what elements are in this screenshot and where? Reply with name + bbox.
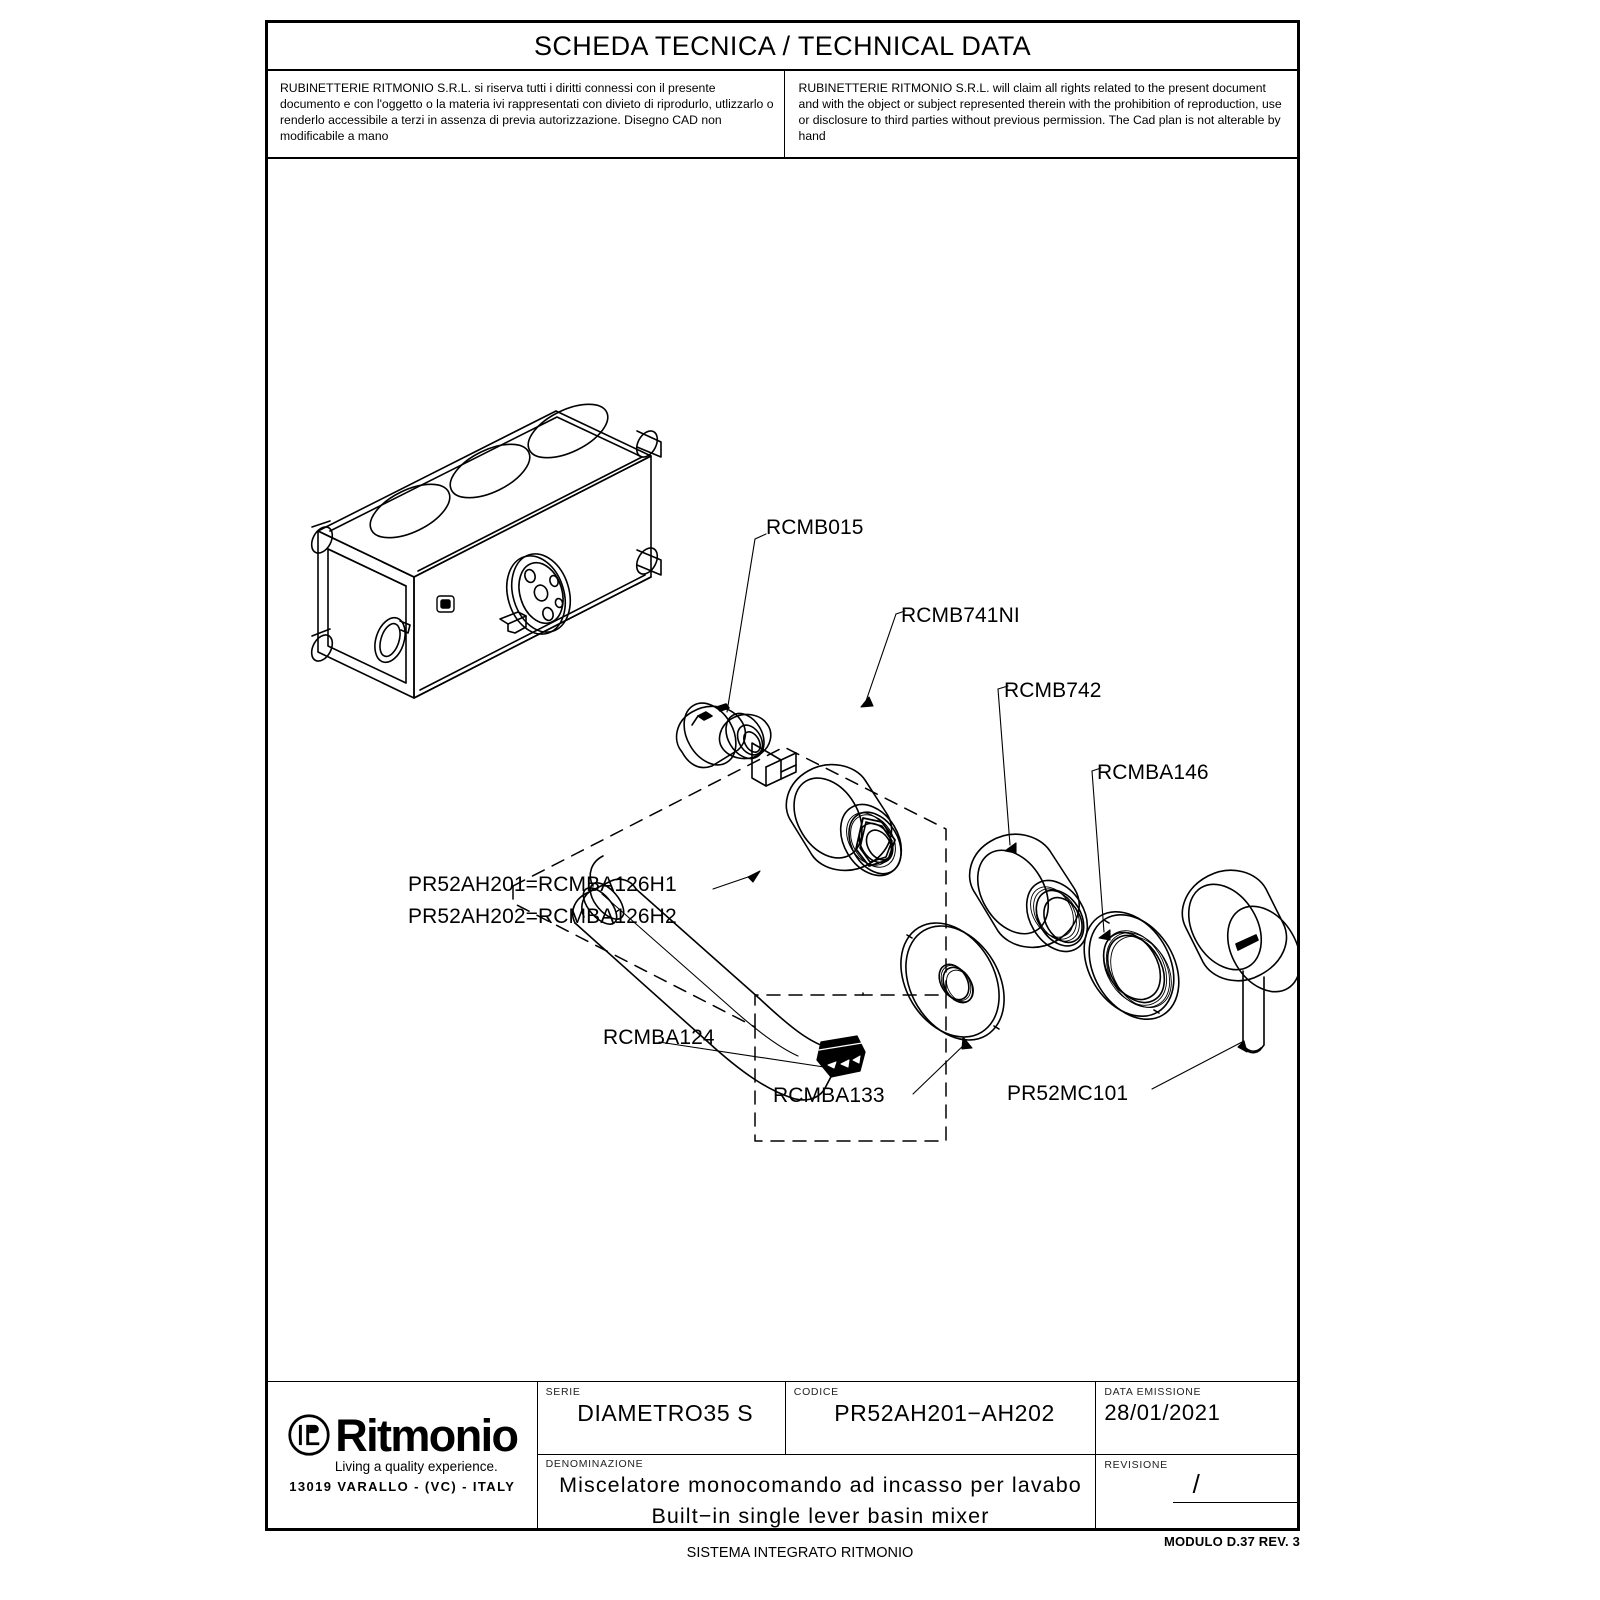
callout-rcmb742: RCMB742 bbox=[1004, 679, 1102, 702]
serie-value: DIAMETRO35 S bbox=[577, 1400, 754, 1426]
sleeve-nut-part bbox=[785, 763, 903, 877]
threaded-ring-part bbox=[1083, 910, 1180, 1021]
escutcheon-plate-part bbox=[900, 922, 1005, 1041]
serie-field: SERIE DIAMETRO35 S bbox=[538, 1382, 786, 1454]
logo-address: 13019 VARALLO - (VC) - ITALY bbox=[289, 1478, 516, 1494]
cartridge-part bbox=[675, 702, 797, 787]
callout-rcmba133: RCMBA133 bbox=[773, 1084, 885, 1107]
legal-notice-row: RUBINETTERIE RITMONIO S.R.L. si riserva … bbox=[268, 71, 1297, 159]
logo-tagline: Living a quality experience. bbox=[334, 1458, 498, 1474]
callout-rcmba124: RCMBA124 bbox=[603, 1026, 715, 1049]
spout-part bbox=[571, 855, 837, 1101]
legal-notice-italian: RUBINETTERIE RITMONIO S.R.L. si riserva … bbox=[268, 71, 785, 157]
legal-notice-english: RUBINETTERIE RITMONIO S.R.L. will claim … bbox=[785, 71, 1297, 157]
title-block-middle: SERIE DIAMETRO35 S CODICE PR52AH201−AH20… bbox=[537, 1382, 1096, 1528]
denominazione-english: Built−in single lever basin mixer bbox=[651, 1503, 990, 1528]
revisione-field: REVISIONE / bbox=[1096, 1455, 1297, 1528]
data-emissione-field: DATA EMISSIONE 28/01/2021 bbox=[1096, 1382, 1297, 1455]
wall-box-part bbox=[310, 403, 662, 699]
data-emissione-value: 28/01/2021 bbox=[1104, 1400, 1221, 1425]
footer-module-label: MODULO D.37 REV. 3 bbox=[1163, 1534, 1300, 1549]
revisione-label: REVISIONE bbox=[1104, 1459, 1168, 1471]
exploded-view-svg bbox=[310, 403, 1297, 1142]
logo-row: Ritmonio bbox=[287, 1409, 519, 1461]
callout-rcmb741ni: RCMB741NI bbox=[901, 604, 1020, 627]
codice-value: PR52AH201−AH202 bbox=[834, 1400, 1055, 1426]
denominazione-italian: Miscelatore monocomando ad incasso per l… bbox=[559, 1473, 1082, 1497]
leader-lines bbox=[658, 533, 1248, 1095]
wall-box-cartridge-seat bbox=[505, 553, 572, 635]
title-block: Ritmonio Living a quality experience. 13… bbox=[268, 1381, 1297, 1528]
company-logo-cell: Ritmonio Living a quality experience. 13… bbox=[268, 1382, 538, 1528]
codice-label: CODICE bbox=[793, 1386, 839, 1398]
ritmonio-logo-icon bbox=[288, 1414, 330, 1456]
denominazione-field: DENOMINAZIONE Miscelatore monocomando ad… bbox=[538, 1455, 1096, 1528]
revisione-rule bbox=[1172, 1502, 1297, 1503]
codice-field: CODICE PR52AH201−AH202 bbox=[786, 1382, 1096, 1454]
sheet-title: SCHEDA TECNICA / TECHNICAL DATA bbox=[533, 30, 1031, 61]
denominazione-label: DENOMINAZIONE bbox=[545, 1458, 644, 1470]
denominazione-inner: DENOMINAZIONE Miscelatore monocomando ad… bbox=[538, 1455, 1096, 1531]
lever-handle-part bbox=[1181, 869, 1297, 1054]
aerator-part bbox=[816, 1035, 866, 1078]
callout-pr52ah202: PR52AH202=RCMBA126H2 bbox=[408, 905, 677, 928]
callout-pr52mc101: PR52MC101 bbox=[1007, 1082, 1129, 1105]
exploded-view-drawing: RCMB015 RCMB741NI RCMB742 RCMBA146 PR52A… bbox=[268, 159, 1297, 1387]
callout-pr52ah201: PR52AH201=RCMBA126H1 bbox=[408, 873, 677, 896]
title-block-right: DATA EMISSIONE 28/01/2021 REVISIONE / bbox=[1095, 1382, 1297, 1528]
title-block-row-top: SERIE DIAMETRO35 S CODICE PR52AH201−AH20… bbox=[537, 1382, 1096, 1455]
footer-system-label: SISTEMA INTEGRATO RITMONIO bbox=[686, 1545, 914, 1561]
drawing-sheet: SCHEDA TECNICA / TECHNICAL DATA RUBINETT… bbox=[265, 20, 1300, 1531]
extension-sleeve-part bbox=[968, 833, 1089, 953]
revisione-value: / bbox=[1192, 1469, 1200, 1499]
legal-notice-italian-text: RUBINETTERIE RITMONIO S.R.L. si riserva … bbox=[280, 81, 774, 144]
callout-rcmba146: RCMBA146 bbox=[1097, 761, 1209, 784]
serie-label: SERIE bbox=[545, 1386, 581, 1398]
logo-wordmark: Ritmonio bbox=[335, 1409, 519, 1461]
legal-notice-english-text: RUBINETTERIE RITMONIO S.R.L. will claim … bbox=[798, 81, 1282, 144]
callout-rcmb015: RCMB015 bbox=[766, 516, 864, 539]
sheet-title-bar: SCHEDA TECNICA / TECHNICAL DATA bbox=[268, 23, 1297, 71]
data-emissione-label: DATA EMISSIONE bbox=[1104, 1386, 1202, 1398]
